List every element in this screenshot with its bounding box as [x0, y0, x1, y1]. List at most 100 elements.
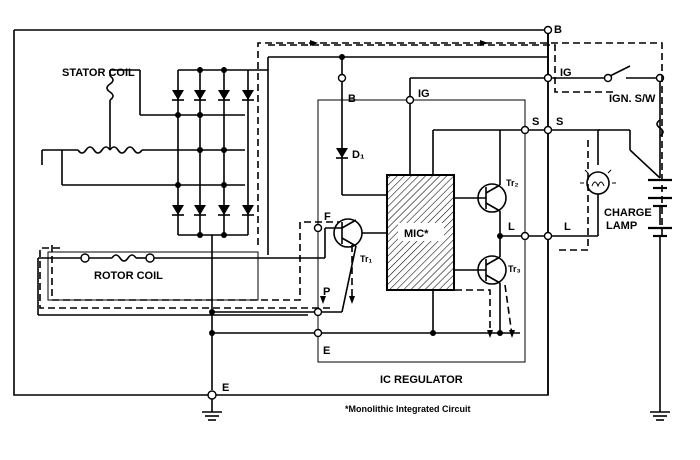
flow-arrow [349, 296, 355, 304]
diode-d1-label: D₁ [352, 149, 365, 161]
junction-dot [430, 330, 436, 336]
terminal-e-inner-label: E [323, 345, 330, 357]
junction-dot [339, 54, 345, 60]
terminal-s-outer-label: S [556, 116, 563, 128]
junction-dot [197, 232, 203, 238]
ic-regulator-label: IC REGULATOR [380, 374, 463, 386]
footnote: *Monolithic Integrated Circuit [345, 404, 471, 414]
lamp-flow-path [555, 140, 589, 251]
tr2-label: Tr₂ [506, 178, 519, 188]
b-terminal-inner [337, 73, 347, 83]
slip-ring-2 [145, 253, 155, 263]
lower-diode-1 [172, 205, 184, 215]
rectifier-bridge [172, 67, 268, 238]
lamp-ray [584, 169, 589, 174]
lower-diode-3 [218, 205, 230, 215]
labels: STATOR COIL ROTOR COIL IC REGULATOR MIC*… [62, 24, 656, 414]
ig-flow-path [268, 44, 615, 93]
junction-dot [175, 112, 181, 118]
terminal-l-inner-label: L [508, 221, 515, 233]
junction-dot [209, 330, 215, 336]
junction-dot [175, 182, 181, 188]
flow-arrow [480, 40, 488, 46]
rotor-winding [111, 254, 137, 262]
external-circuit [580, 65, 672, 421]
stator-coil-label: STATOR COIL [62, 67, 135, 79]
upper-diode-1 [172, 90, 184, 100]
p-terminal [313, 307, 323, 317]
stator-coil-top [106, 75, 114, 101]
l-terminal-inner [520, 231, 530, 241]
transistor-tr1 [333, 218, 363, 248]
f-terminal [313, 223, 323, 233]
tr1-emitter-lead [341, 245, 357, 313]
ig-terminal-outer [543, 73, 553, 83]
field-return-path [39, 247, 330, 309]
s-terminal-outer [543, 125, 553, 135]
lamp-label: LAMP [606, 220, 637, 232]
outer-wiring [13, 29, 661, 396]
tr3-flow-path [455, 289, 491, 335]
ign-switch-lever [609, 65, 631, 77]
terminal-e-outer-label: E [222, 382, 229, 394]
tr3-collector [485, 256, 501, 266]
e-terminal-inner [313, 328, 323, 338]
stator-coil-left [77, 146, 111, 154]
terminal-l-outer-label: L [564, 221, 571, 233]
rotor-coil [37, 251, 325, 316]
stator-coil [41, 69, 245, 186]
terminal-p-label: P [323, 286, 330, 298]
junction-dot [197, 112, 203, 118]
tr3-emitter [485, 274, 501, 284]
s-terminal-inner [520, 125, 530, 135]
diode-d1 [336, 148, 348, 158]
lower-diode-2 [194, 205, 206, 215]
junction-dot [221, 182, 227, 188]
junction-dot [197, 147, 203, 153]
junction-dot [221, 232, 227, 238]
charge-lamp-bulb [586, 171, 610, 195]
main-charge-path [257, 42, 663, 245]
ign-switch-label: IGN. S/W [609, 93, 656, 105]
tr3-flow-path-2 [504, 284, 513, 336]
terminal-f-label: F [324, 211, 331, 223]
terminal-s-inner-label: S [532, 116, 539, 128]
junction-dot [221, 67, 227, 73]
flow-arrow [509, 330, 515, 338]
l-terminal-outer [543, 231, 553, 241]
rotor-coil-label: ROTOR COIL [94, 270, 163, 282]
flow-arrow [320, 296, 326, 304]
upper-diode-3 [218, 90, 230, 100]
junction-dot [197, 67, 203, 73]
tr1-label: Tr₁ [360, 254, 373, 264]
lamp-to-ign-diag [629, 149, 661, 179]
terminal-ig-outer-label: IG [560, 67, 572, 79]
slip-ring-1 [80, 253, 90, 263]
outer-frame-wire [13, 29, 549, 396]
lower-diode-4 [242, 205, 254, 215]
flow-arrow [310, 40, 318, 46]
flow-arrow [487, 330, 493, 338]
upper-diode-2 [194, 90, 206, 100]
tr2-emitter [485, 202, 501, 212]
ig-terminal-inner [405, 95, 415, 105]
rotor-flow-path [51, 221, 340, 301]
charge-label: CHARGE [604, 207, 652, 219]
mic-label: MIC* [404, 228, 429, 240]
upper-diode-4 [242, 90, 254, 100]
ic-regulator [313, 25, 600, 363]
junction-dot [209, 309, 215, 315]
junction-dot [221, 147, 227, 153]
tr2-collector [485, 184, 501, 194]
junction-dot [497, 233, 503, 239]
lamp-ray [607, 169, 612, 174]
lamp-filament [591, 181, 605, 188]
terminal-b-inner-label: B [348, 93, 356, 105]
tr3-label: Tr₃ [508, 264, 521, 274]
stator-coil-right [109, 146, 143, 154]
e-terminal-node [207, 390, 217, 400]
terminal-ig-inner-label: IG [418, 88, 430, 100]
mic-label-bg [398, 223, 444, 241]
